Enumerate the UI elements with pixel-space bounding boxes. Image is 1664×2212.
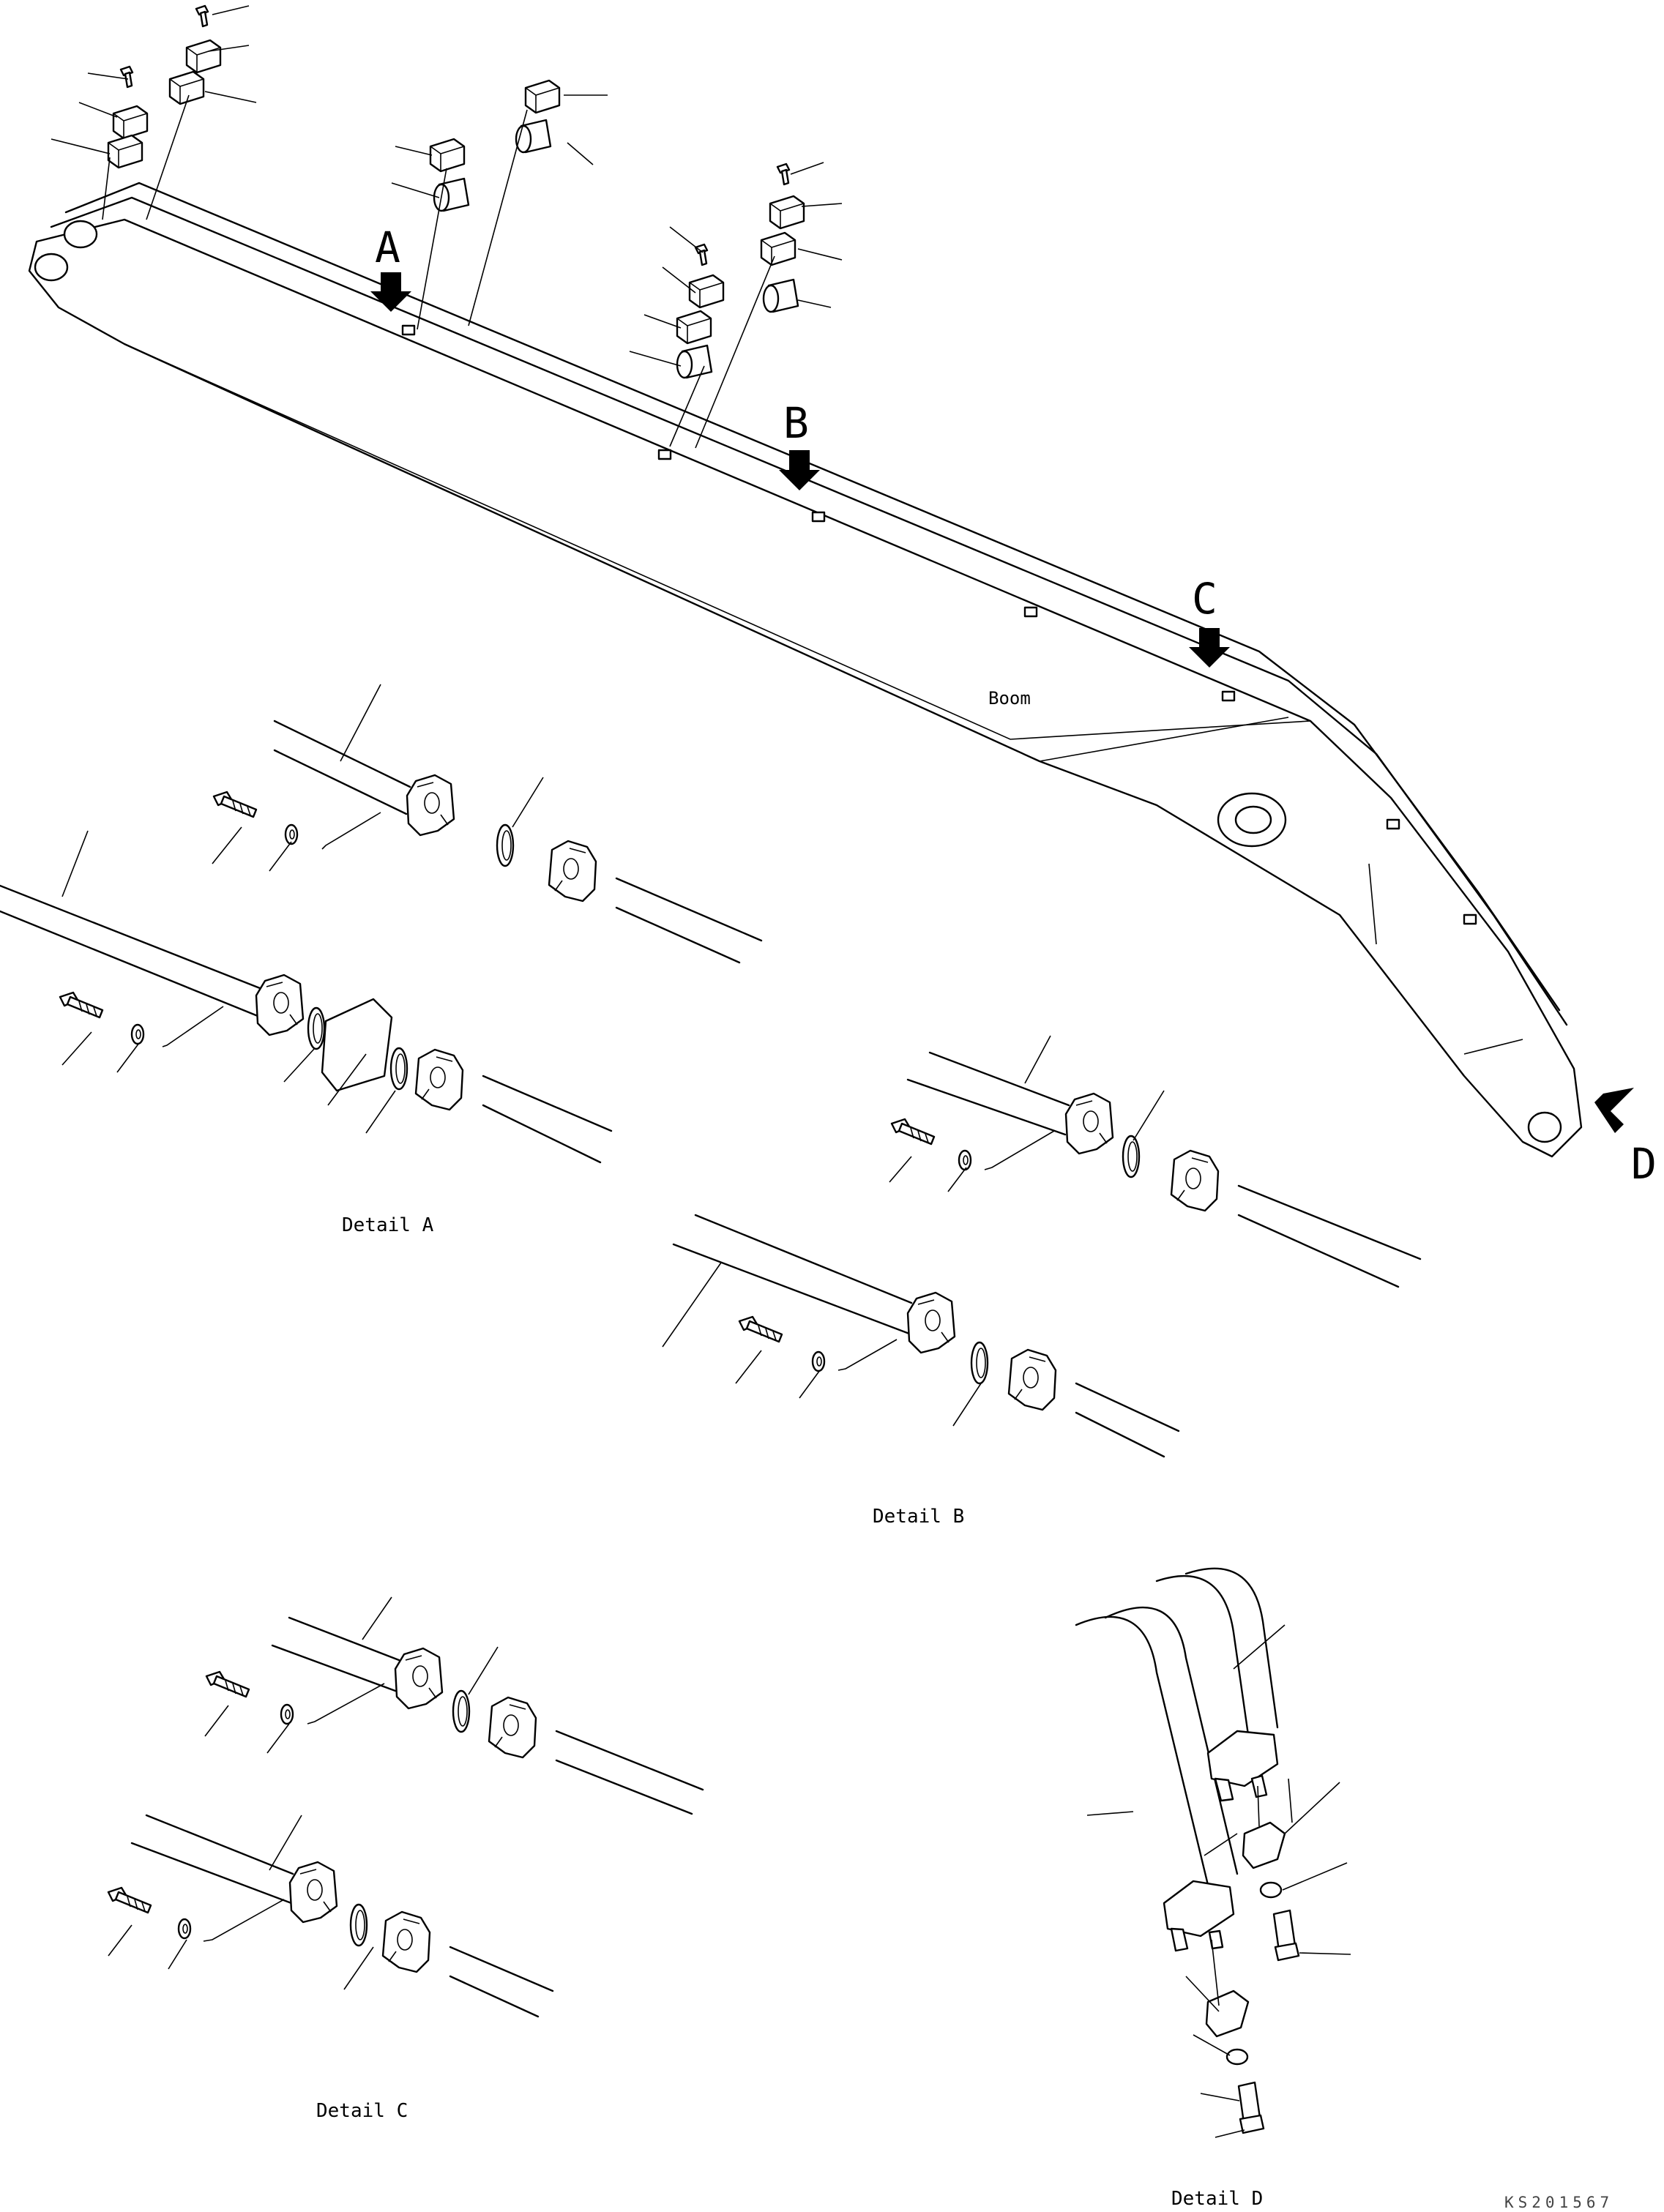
detail-d: Detail D [1075,1567,1351,2210]
pipe-joint-b-lower [662,1214,1180,1458]
pipe-joint-a-lower [0,830,613,1164]
detail-c-caption: Detail C [316,2100,408,2122]
detail-b-caption: Detail B [873,1506,964,1528]
view-marker-a: A [370,223,411,312]
boom-assembly: Boom [28,182,1583,1158]
view-marker-d: D [1594,1088,1657,1189]
pipe-joint-c-upper [204,1596,704,1815]
exploded-clamps [51,4,843,449]
view-marker-label: B [783,398,809,448]
view-marker-label: C [1192,574,1217,624]
pipe-joint-b-upper [889,1035,1422,1288]
pipe-clamp-6 [1386,818,1400,830]
arrow-down-icon [370,272,411,312]
pipe-clamp-5 [1221,690,1236,702]
pipe-clamp-4 [1023,606,1038,618]
boom-top-pin [1527,1111,1562,1143]
boom-label: Boom [988,688,1031,709]
view-marker-c: C [1189,574,1230,668]
arrow-diagonal-icon [1594,1088,1634,1133]
detail-d-caption: Detail D [1171,2188,1263,2210]
detail-a: Detail A [0,684,763,1236]
view-marker-label: A [375,223,400,272]
detail-b: Detail B [662,1035,1422,1528]
arrow-down-icon [1189,628,1230,668]
pipe-clamp-2 [657,449,672,460]
pipe-joint-a-upper [212,684,763,964]
detail-a-caption: Detail A [342,1214,434,1236]
view-marker-label: D [1631,1139,1657,1189]
split-flange-lower [1163,1880,1265,2134]
split-flange-upper [1206,1730,1300,1962]
pipe-clamp-7 [1463,913,1477,925]
drawing-code: KS201567 [1504,2194,1613,2211]
detail-c: Detail C [107,1596,704,2122]
pipe-clamp-3 [811,511,826,523]
pipe-clamp-1 [401,324,416,336]
boom-cylinder-mount [1217,792,1287,848]
pipe-joint-c-lower [107,1814,554,2018]
view-marker-b: B [779,398,820,490]
boom-foot-pin [34,220,98,282]
arrow-down-icon [779,450,820,490]
